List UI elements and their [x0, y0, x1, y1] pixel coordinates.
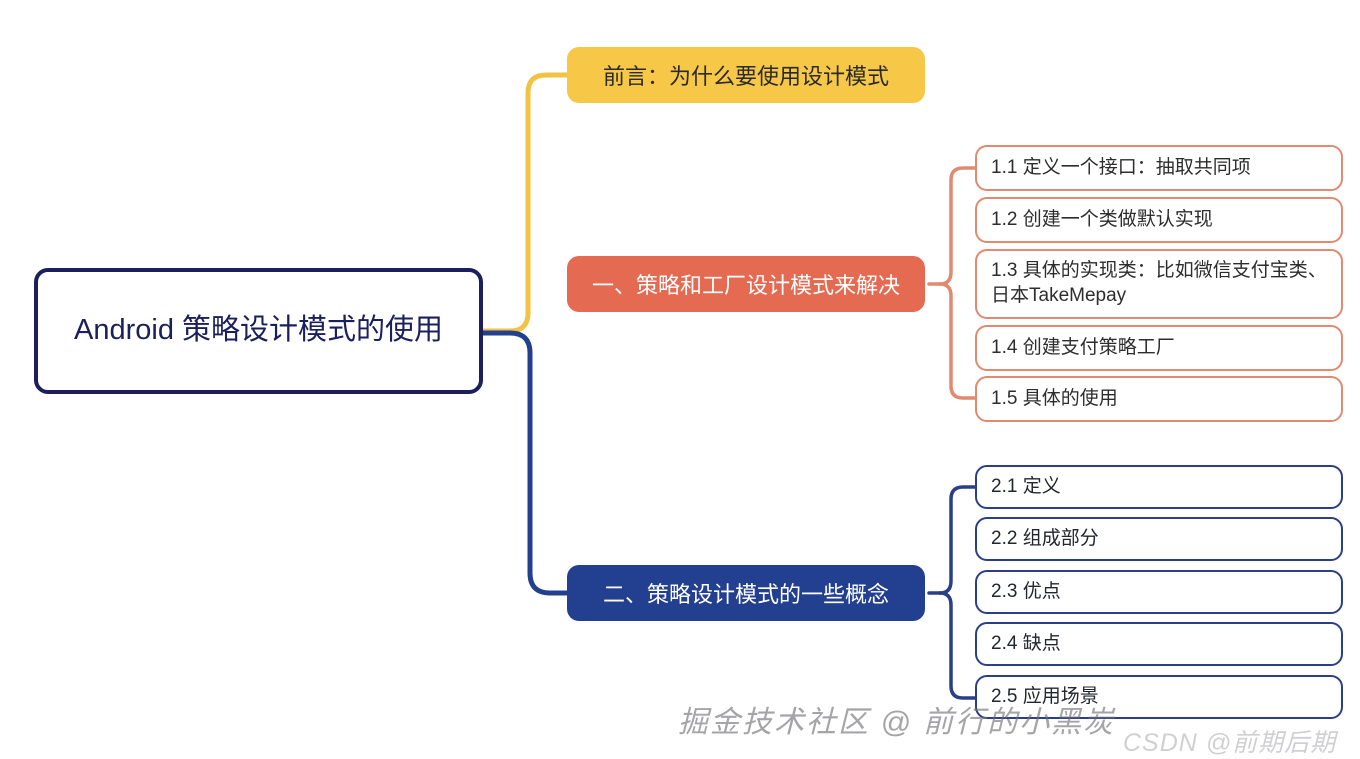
leaf-node-1-5[interactable]: 1.5 具体的使用 [975, 376, 1343, 422]
connector-brace-section2 [927, 485, 977, 700]
connector-root-to-preface [480, 72, 570, 334]
leaf-node-2-4[interactable]: 2.4 缺点 [975, 622, 1343, 666]
connector-brace-section1 [927, 166, 977, 400]
leaf-node-1-2[interactable]: 1.2 创建一个类做默认实现 [975, 197, 1343, 243]
branch-node-section-1[interactable]: 一、策略和工厂设计模式来解决 [567, 256, 925, 312]
leaf-node-2-5[interactable]: 2.5 应用场景 [975, 675, 1343, 719]
leaf-node-2-1[interactable]: 2.1 定义 [975, 465, 1343, 509]
connector-root-to-section2 [480, 330, 570, 596]
watermark-csdn: CSDN @前期后期 [1123, 729, 1337, 757]
leaf-node-2-2[interactable]: 2.2 组成部分 [975, 517, 1343, 561]
branch-node-section-2[interactable]: 二、策略设计模式的一些概念 [567, 565, 925, 621]
root-node[interactable]: Android 策略设计模式的使用 [34, 268, 483, 394]
branch-node-preface[interactable]: 前言：为什么要使用设计模式 [567, 47, 925, 103]
leaf-node-1-3[interactable]: 1.3 具体的实现类：比如微信支付宝类、日本TakeMepay [975, 249, 1343, 319]
leaf-node-1-4[interactable]: 1.4 创建支付策略工厂 [975, 325, 1343, 371]
leaf-node-2-3[interactable]: 2.3 优点 [975, 570, 1343, 614]
leaf-node-1-1[interactable]: 1.1 定义一个接口：抽取共同项 [975, 145, 1343, 191]
